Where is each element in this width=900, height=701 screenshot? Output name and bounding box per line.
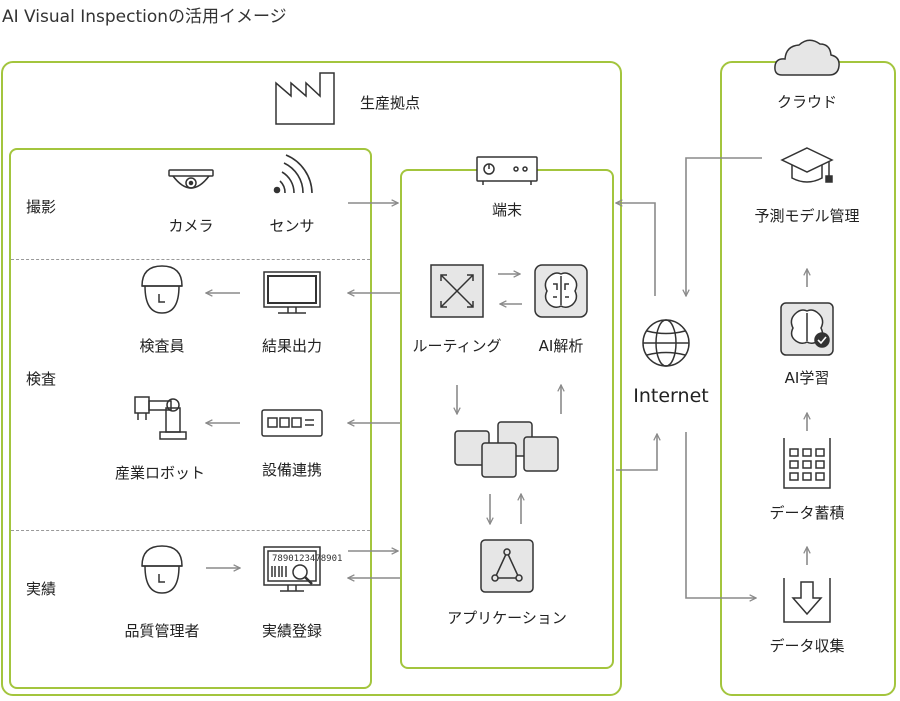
- cloud-icon: [774, 39, 840, 76]
- internet-label: Internet: [633, 385, 709, 407]
- row-divider-1: [11, 259, 370, 260]
- application-label: アプリケーション: [447, 609, 567, 627]
- row-label-inspection: 検査: [26, 370, 57, 388]
- row-label-results: 実績: [26, 580, 57, 598]
- factory-icon: [275, 72, 335, 125]
- data-storage-label: データ蓄積: [769, 504, 845, 522]
- data-blocks-icon: [454, 421, 559, 478]
- barcode-scan-icon: 7890123478901: [263, 546, 342, 592]
- terminal-device-icon: [476, 156, 538, 185]
- page-title: AI Visual Inspectionの活用イメージ: [2, 7, 287, 27]
- camera-icon: [168, 169, 214, 189]
- result-registration-label: 実績登録: [261, 622, 323, 640]
- quality-manager-icon: [141, 545, 183, 594]
- robot-label: 産業ロボット: [114, 464, 206, 482]
- routing-label: ルーティング: [412, 337, 502, 355]
- factory-panel: [1, 61, 622, 696]
- application-icon: [480, 539, 534, 593]
- ai-learning-icon: [780, 302, 834, 356]
- row-divider-2: [11, 530, 370, 531]
- cloud-label: クラウド: [776, 93, 838, 111]
- prediction-model-label: 予測モデル管理: [754, 207, 860, 225]
- graduation-cap-icon: [780, 147, 834, 183]
- inspector-label: 検査員: [139, 337, 185, 355]
- ai-brain-icon: [534, 264, 588, 318]
- result-output-label: 結果出力: [261, 337, 323, 355]
- equipment-link-icon: [261, 409, 323, 437]
- shopfloor-panel: [9, 148, 372, 689]
- monitor-icon: [263, 271, 321, 314]
- globe-icon: [642, 319, 690, 367]
- data-storage-icon: [783, 438, 831, 489]
- inspector-icon: [141, 265, 183, 314]
- quality-manager-label: 品質管理者: [124, 622, 200, 640]
- routing-icon: [430, 264, 484, 318]
- robot-arm-icon: [134, 396, 187, 440]
- factory-label: 生産拠点: [359, 94, 421, 112]
- data-collection-icon: [783, 578, 831, 623]
- terminal-label: 端末: [491, 201, 523, 219]
- flow-arrows: [206, 157, 807, 598]
- barcode-text: 7890123478901: [272, 554, 342, 564]
- sensor-icon: [273, 154, 313, 194]
- sensor-label: センサ: [269, 217, 315, 235]
- ai-learning-label: AI学習: [784, 369, 830, 387]
- row-label-shooting: 撮影: [26, 198, 57, 216]
- equipment-link-label: 設備連携: [261, 461, 323, 479]
- data-collection-label: データ収集: [769, 637, 845, 655]
- camera-label: カメラ: [168, 217, 214, 235]
- ai-analysis-label: AI解析: [538, 337, 584, 355]
